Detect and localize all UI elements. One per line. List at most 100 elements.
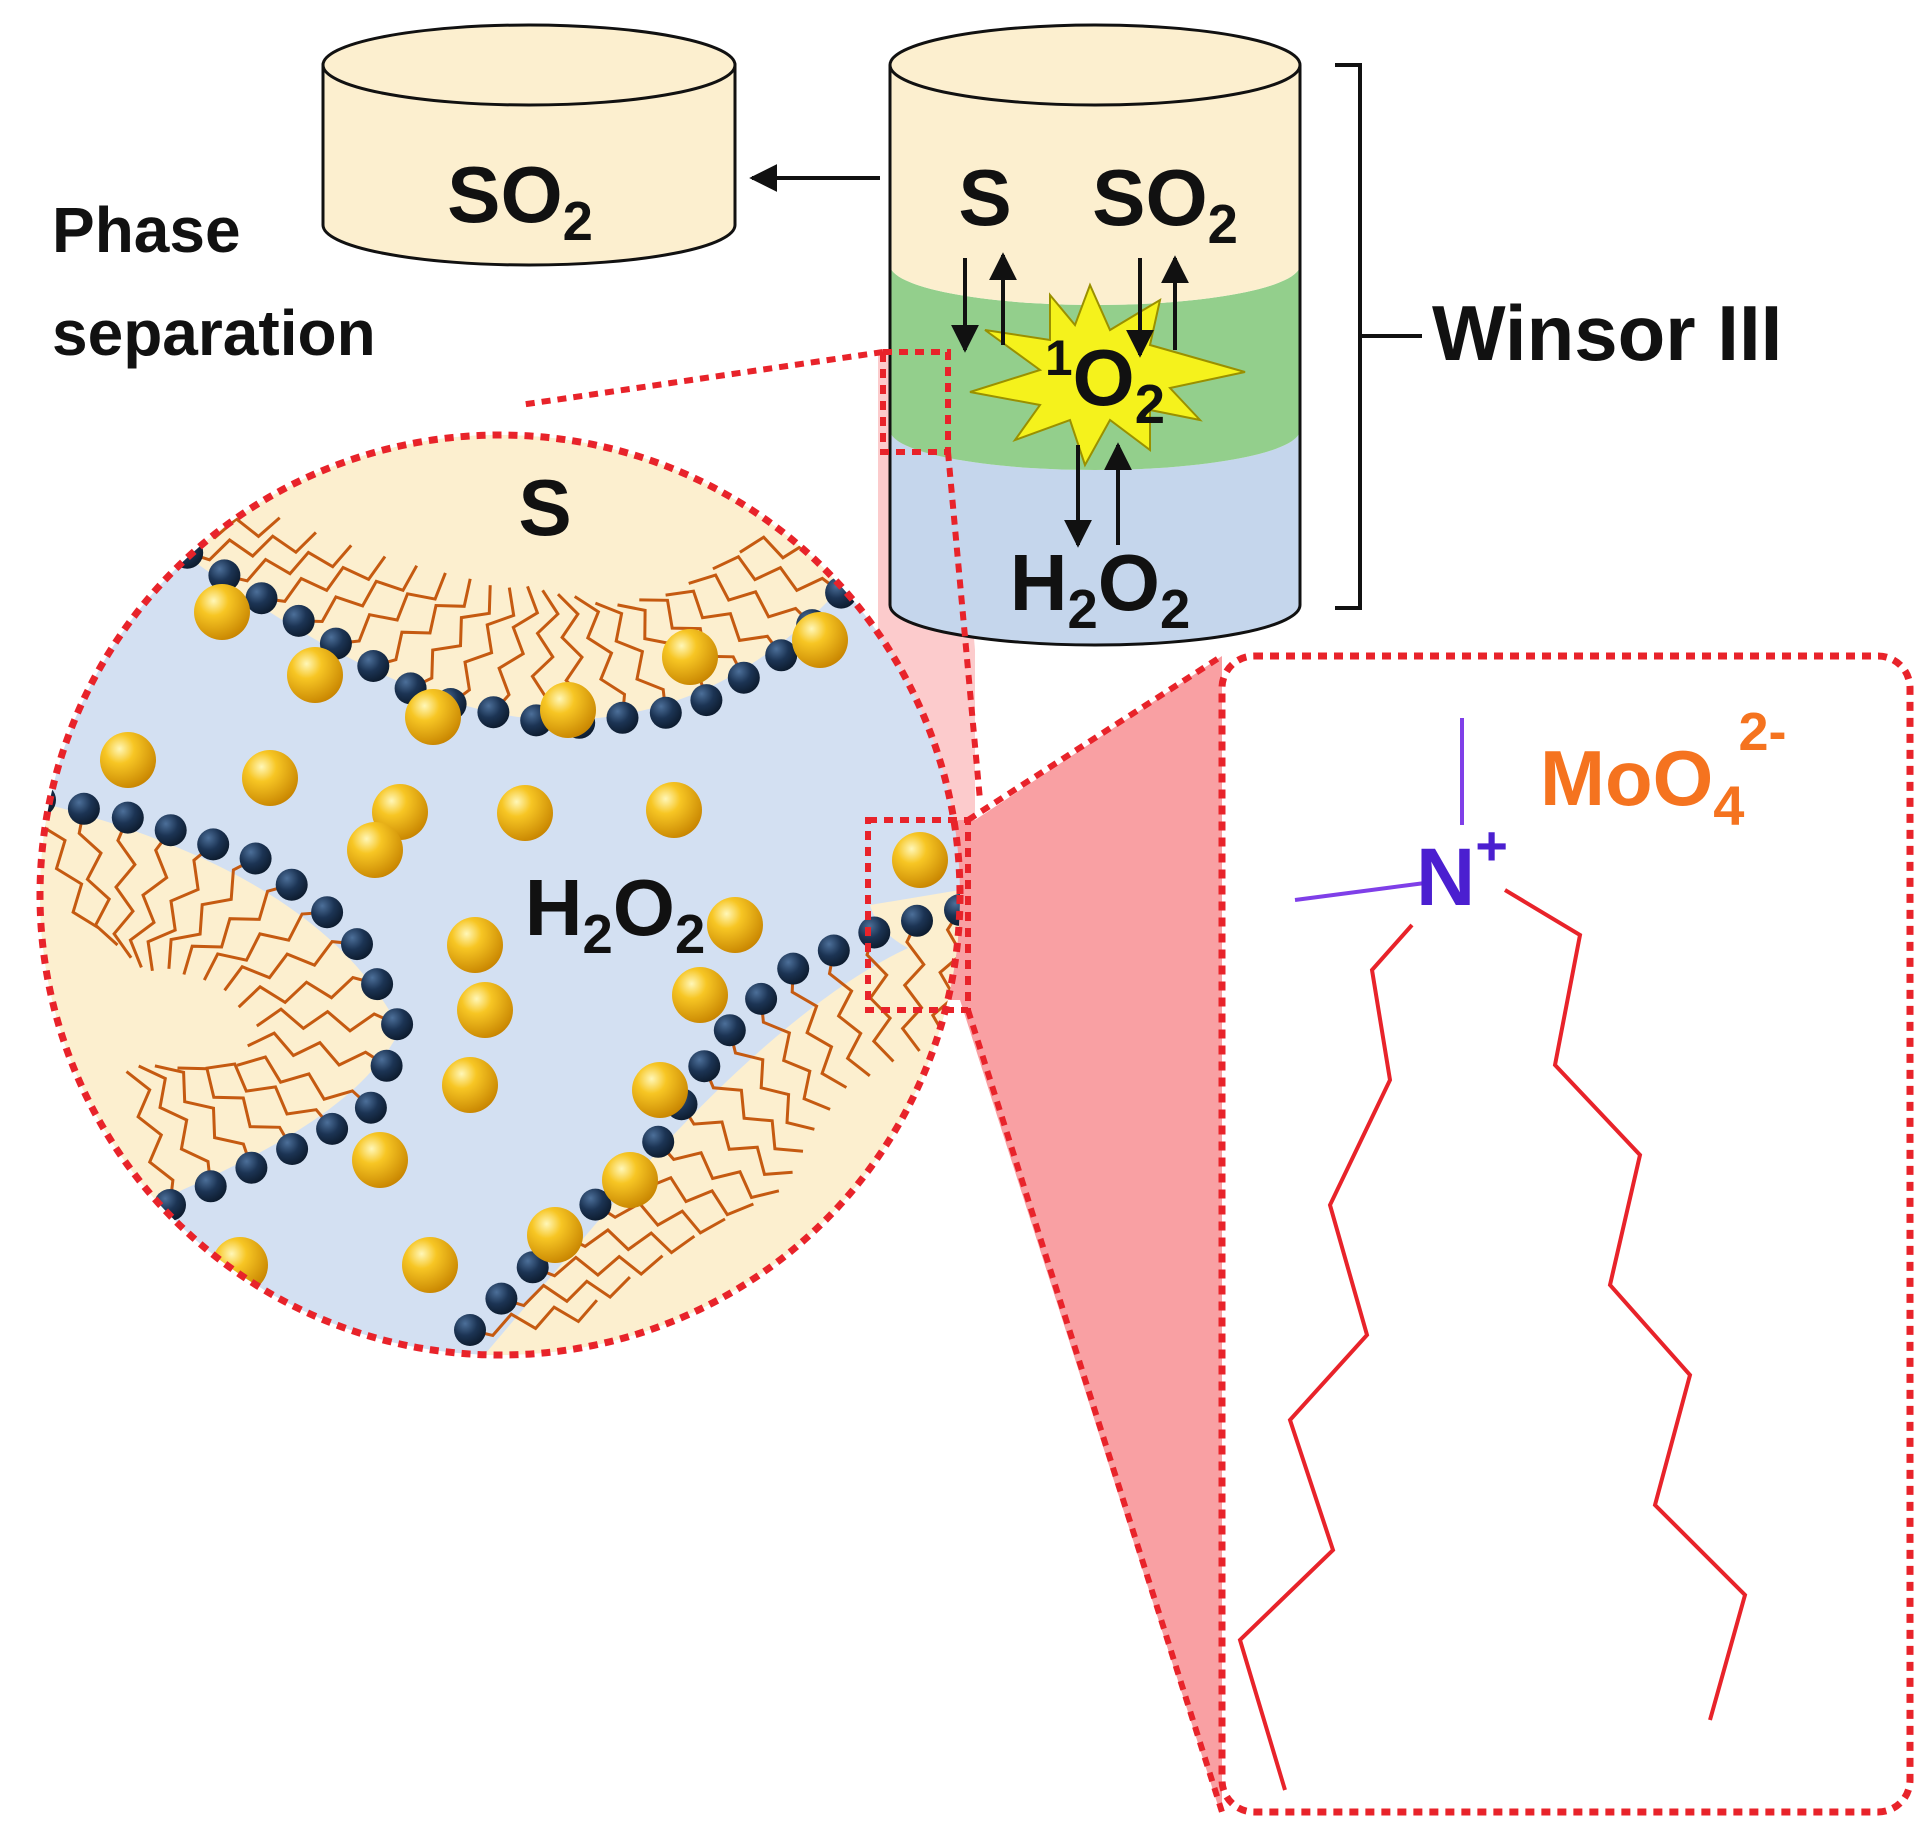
circle-s-label: S	[518, 463, 571, 552]
surfactant-head	[485, 1282, 518, 1315]
surfactant-tail	[177, 1066, 294, 1150]
surfactant-head	[235, 1151, 268, 1184]
circle-h2o2-label: H2O2	[525, 863, 706, 965]
surfactant-tail	[563, 1228, 696, 1255]
surfactant-head	[197, 828, 230, 861]
reactor-h2o2-label: H2O2	[1010, 538, 1191, 640]
catalyst-sphere	[287, 647, 343, 703]
surfactant-tail	[500, 1276, 631, 1308]
winsor-bracket	[1335, 63, 1422, 610]
surfactant-tail	[125, 1070, 175, 1206]
surfactant-head	[713, 1014, 746, 1047]
surfactant-tail	[247, 1031, 388, 1068]
catalyst-sphere	[405, 689, 461, 745]
catalyst-sphere	[347, 822, 403, 878]
product-cylinder: SO2	[321, 23, 737, 267]
molecule-box	[1218, 652, 1914, 1816]
surfactant-tail	[728, 1029, 815, 1131]
catalyst-sphere	[892, 832, 948, 888]
phase-label-line2: separation	[52, 297, 376, 369]
catalyst-sphere	[792, 612, 848, 668]
surfactant-head	[777, 952, 810, 985]
surfactant-head	[316, 1112, 349, 1145]
surfactant-tail	[759, 998, 831, 1111]
catalyst-sphere	[100, 732, 156, 788]
surfactant-head	[245, 582, 278, 615]
catalyst-sphere	[194, 584, 250, 640]
catalyst-sphere	[672, 967, 728, 1023]
surfactant-head	[370, 1049, 403, 1082]
surfactant-tail	[594, 1201, 726, 1235]
surfactant-head	[817, 934, 850, 967]
surfactant-head	[745, 982, 778, 1015]
phase-label-line1: Phase	[52, 194, 241, 266]
surfactant-head	[311, 896, 344, 929]
catalyst-sphere	[242, 750, 298, 806]
surfactant-head	[688, 1050, 721, 1083]
surfactant-tail	[167, 857, 257, 969]
surfactant-head	[765, 639, 798, 672]
surfactant-tail	[77, 808, 119, 947]
surfactant-tail	[573, 595, 627, 718]
surfactant-head	[357, 650, 390, 682]
surfactant-tail	[335, 572, 447, 646]
exchange-arrows	[951, 252, 1189, 548]
magnified-circle-border	[36, 431, 964, 1359]
surfactant-tail	[202, 910, 328, 981]
surfactant-tail	[900, 920, 926, 1052]
catalyst-sphere	[602, 1152, 658, 1208]
surfactant-tail	[712, 554, 843, 594]
surfactant-head	[642, 1125, 675, 1158]
surfactant-tail	[112, 817, 137, 959]
surfactant-tail	[639, 598, 746, 679]
surfactant-head	[154, 814, 187, 847]
surfactant-tail	[261, 555, 387, 604]
surfactant-tail	[409, 585, 492, 690]
surfactant-tail	[182, 883, 293, 975]
surfactant-head	[282, 604, 315, 637]
catalyst-sphere	[352, 1132, 408, 1188]
surfactant-tail	[224, 544, 353, 583]
surfactant-head	[276, 1133, 309, 1165]
surfactant-head	[454, 1314, 486, 1346]
surfactant-tail	[146, 843, 215, 972]
surfactant-head	[381, 1008, 414, 1041]
surfactant-tail	[532, 1254, 664, 1278]
surfactant-head	[341, 928, 373, 961]
winsor-label: Winsor III	[1432, 289, 1782, 377]
surfactant-tail	[255, 1007, 398, 1033]
product-so2-label: SO2	[447, 150, 593, 252]
surfactant-tail	[298, 564, 419, 624]
catalyst-sphere	[540, 682, 596, 738]
surfactant-tail	[827, 950, 871, 1077]
surfactant-tail	[665, 589, 783, 657]
surfactant-tail	[702, 1065, 804, 1153]
singlet-oxygen-burst	[969, 282, 1246, 468]
surfactant-head	[208, 559, 241, 592]
surfactant-head	[516, 1251, 549, 1284]
catalyst-sphere	[447, 917, 503, 973]
surfactant-tail	[40, 799, 99, 929]
surfactant-tail	[469, 1299, 599, 1338]
surfactant-head	[477, 696, 510, 729]
surfactant-structure	[1237, 718, 1748, 1791]
catalyst-sphere	[272, 1312, 328, 1355]
molybdate-label: MoO42-	[1540, 702, 1786, 837]
surfactant-head	[361, 968, 394, 1001]
surfactant-tail	[492, 585, 540, 714]
surfactant-head	[901, 904, 933, 937]
surfactant-tail	[138, 1064, 213, 1187]
surfactant-tail	[205, 1062, 334, 1130]
surfactant-tail	[680, 1103, 793, 1176]
surfactant-head	[579, 1188, 612, 1221]
reactor-s-label: S	[958, 153, 1011, 242]
surfactant-head	[134, 514, 166, 546]
surfactant-tail	[237, 975, 378, 1009]
surfactant-head	[111, 801, 144, 834]
catalyst-sphere	[457, 982, 513, 1038]
surfactant-tail	[594, 601, 668, 713]
surfactant-tail	[449, 587, 516, 706]
surfactant-head	[275, 868, 308, 901]
surfactant-tail	[236, 1055, 372, 1109]
